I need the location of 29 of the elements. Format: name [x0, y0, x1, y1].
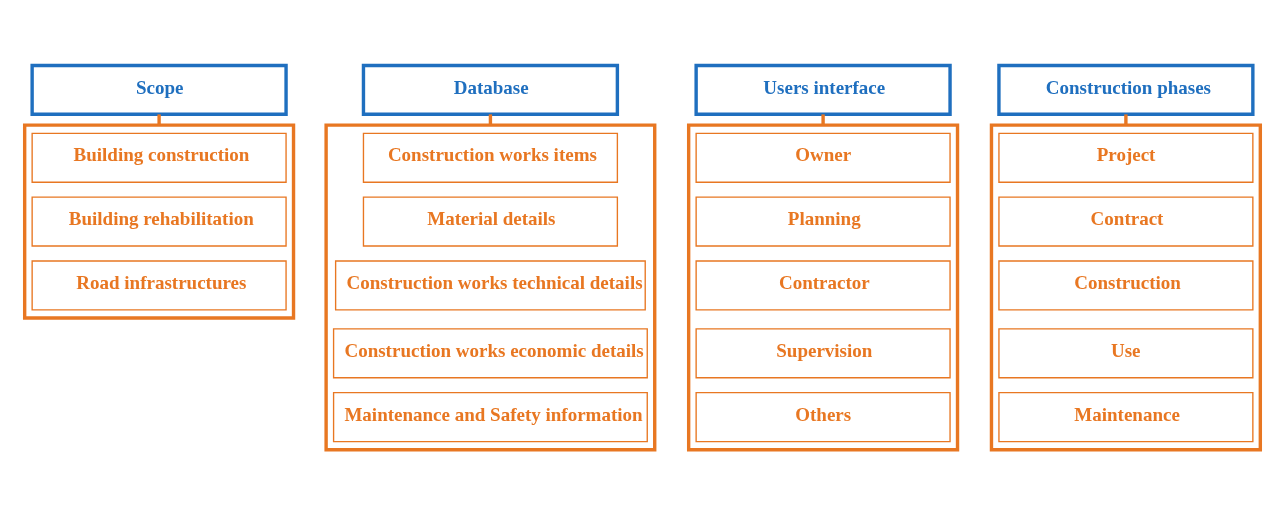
- node-box: Building rehabilitation: [31, 195, 287, 247]
- node-box: Supervision: [695, 327, 951, 378]
- node-box: Others: [695, 391, 951, 442]
- node-box: Database: [361, 63, 620, 116]
- node-box: Project: [998, 132, 1254, 183]
- node-box: Owner: [695, 132, 951, 183]
- cluster: [686, 123, 960, 451]
- cluster: [22, 123, 296, 320]
- node-box: Scope: [30, 63, 288, 116]
- node-box: Road infrastructures: [31, 259, 287, 311]
- node-box: Building construction: [31, 132, 287, 183]
- node-box: Construction works technical details: [334, 259, 646, 311]
- node-box: Planning: [695, 195, 951, 247]
- node-box: Construction phases: [997, 63, 1255, 116]
- node-box: Material details: [362, 195, 619, 247]
- node-box: Maintenance and Safety information: [332, 391, 648, 442]
- cluster: [989, 123, 1263, 451]
- connector: [157, 113, 161, 125]
- node-box: Construction works economic details: [332, 327, 648, 378]
- connector: [821, 113, 825, 125]
- node-box: Maintenance: [998, 391, 1254, 442]
- connector: [1124, 113, 1128, 125]
- node-box: Contract: [998, 195, 1254, 247]
- node-box: Use: [998, 327, 1254, 378]
- node-box: Construction: [998, 259, 1254, 311]
- node-box: Construction works items: [362, 132, 619, 183]
- node-box: Contractor: [695, 259, 951, 311]
- cluster: [324, 123, 657, 451]
- node-box: Users interface: [694, 63, 952, 116]
